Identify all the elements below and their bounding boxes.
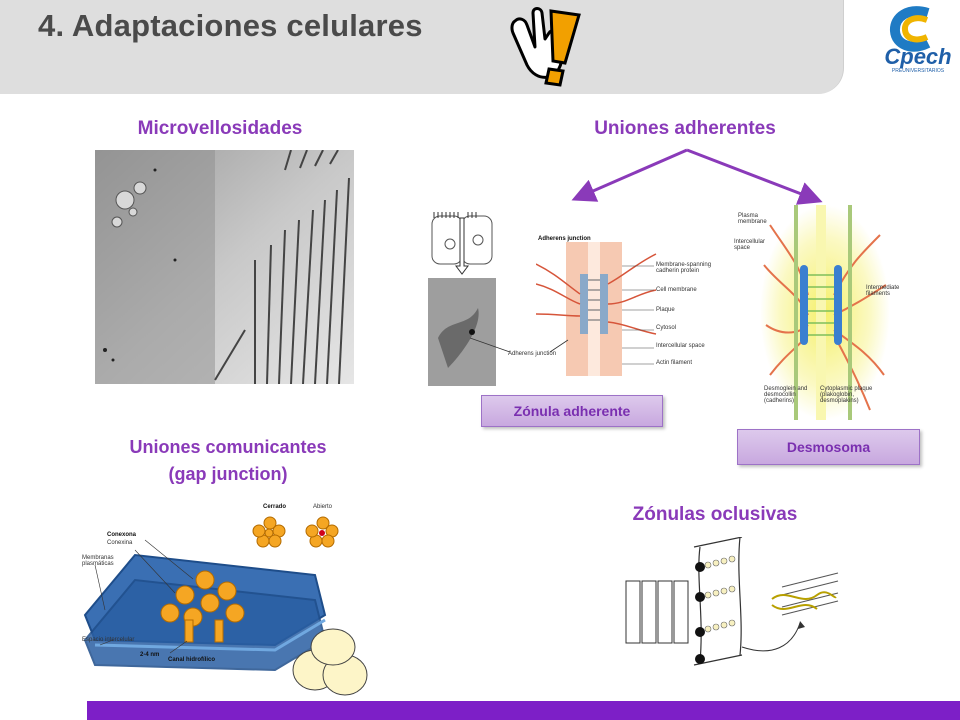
desmosome-diagram: [760, 205, 890, 420]
desmosome-label-filaments: Intermediate filaments: [866, 285, 900, 297]
gap-label-conexona: Conexona: [107, 532, 137, 538]
heading-uniones-adherentes: Uniones adherentes: [594, 118, 776, 139]
desmosome-label-intercellular: Intercellular space: [734, 239, 766, 251]
heading-uniones-comunicantes: Uniones comunicantes: [129, 437, 327, 457]
title-bar: [0, 0, 844, 94]
adherens-cells-schematic: [428, 212, 496, 386]
page-title: 4. Adaptaciones celulares: [38, 8, 423, 43]
logo-subtext: PREUNIVERSITARIOS: [891, 68, 945, 74]
desmosome-label-plasma: Plasma membrane: [738, 213, 767, 225]
adherens-pointer-line: [470, 337, 569, 353]
gap-label-conexina: Conexina: [107, 540, 133, 546]
adherens-diagram-title: Adherens junction: [538, 236, 591, 242]
desmosome-label-plaque: Cytoplasmic plaque (plakoglobin, desmopl…: [820, 386, 873, 404]
desmosoma-label: Desmosoma: [737, 429, 920, 465]
adherens-micro-label: Adherens junction: [508, 351, 557, 357]
adherens-junction-diagram: [536, 234, 680, 378]
heading-microvellosidades: Microvellosidades: [137, 118, 303, 139]
gap-label-canal: Canal hidrofílico: [168, 657, 216, 663]
adherens-label-cytosol: Cytosol: [656, 325, 677, 331]
adherens-label-actin: Actin filament: [656, 360, 693, 366]
gap-label-closed: Cerrado: [263, 504, 287, 510]
heading-gap-junction: (gap junction): [168, 464, 288, 484]
desmosome-label-desmoglein: Desmoglein and desmocollin (cadherins): [764, 386, 808, 404]
gap-label-nm: 2-4 nm: [140, 652, 160, 658]
adherens-label-intercellular: Intercellular space: [656, 343, 705, 349]
gap-label-open: Abierto: [313, 504, 333, 510]
zonula-adherente-label: Zónula adherente: [481, 395, 663, 427]
tight-junction-diagram: [622, 537, 840, 667]
adherens-label-cell-membrane: Cell membrane: [656, 287, 697, 293]
cpech-logo: [890, 6, 931, 52]
gap-label-espacio: Espacio intercelular: [82, 637, 135, 643]
heading-zonulas-oclusivas: Zónulas oclusivas: [632, 504, 798, 525]
pointing-hand-icon: [510, 7, 581, 87]
bottom-accent-bar: [87, 701, 960, 720]
logo-text: Cpech: [884, 44, 952, 69]
branch-arrows: [571, 148, 823, 205]
microvilli-micrograph: [95, 150, 354, 384]
gap-junction-diagram: [75, 495, 375, 700]
adherens-label-cadherin: Membrane-spanning cadherin protein: [656, 262, 712, 274]
adherens-label-plaque: Plaque: [656, 307, 675, 313]
gap-label-membranas: Membranas plasmáticas: [82, 555, 114, 567]
